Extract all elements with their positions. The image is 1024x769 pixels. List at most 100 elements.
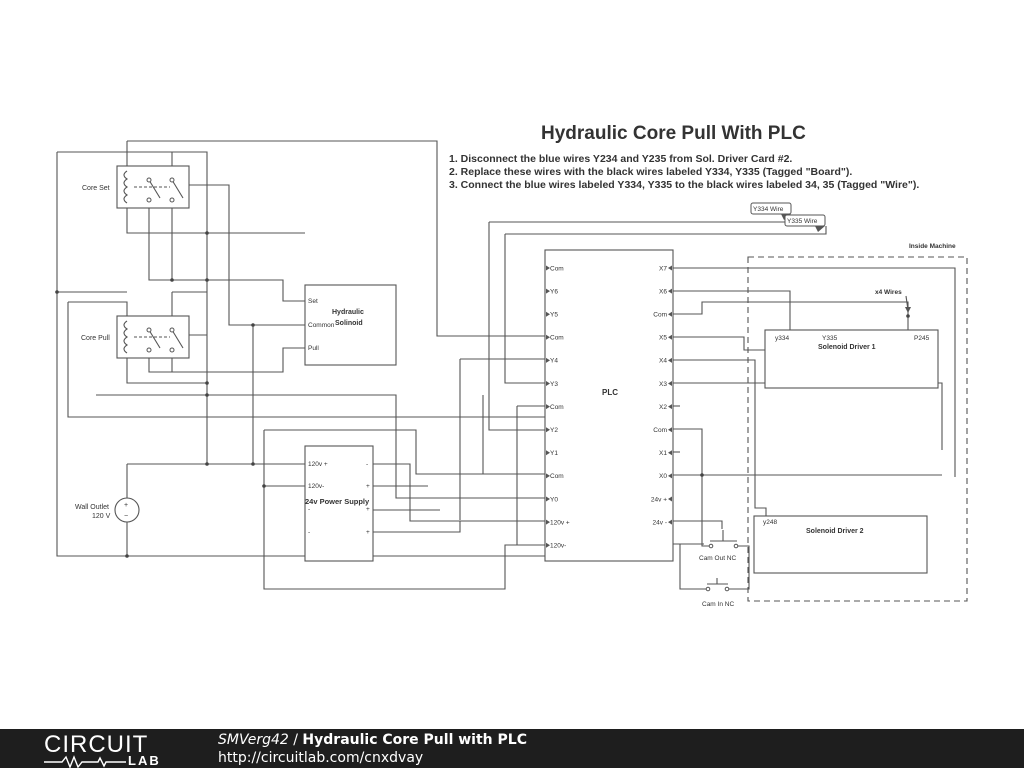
author-name[interactable]: SMVerg42 [218,732,289,748]
relay-core-pull-label: Core Pull [81,335,110,342]
plc-right-pin-label: X3 [659,381,667,388]
plc-left-pin-marker [546,519,550,525]
outlet-label-1: Wall Outlet [75,504,109,511]
plc-right-pin-label: 24v - [653,519,667,526]
plc-right-pin-marker [668,357,672,363]
ps-pin-120p: 120v + [308,461,328,468]
plc-left-pin-label: Com [550,473,564,480]
plc-right-pin-marker [668,311,672,317]
plc-right-pin-marker [668,519,672,525]
driver1-pin-y334: y334 [775,335,789,342]
plc-left-pin-label: Y2 [550,427,558,434]
ps-pin-minus-3: - [308,529,310,536]
tag-y335-wire-label: Y335 Wire [787,218,818,225]
tag-y334-wire-label: Y334 Wire [753,206,784,213]
solenoid-title-1: Hydraulic [332,309,364,316]
plc-left-pin-label: Y5 [550,312,558,319]
tag-x4-wires[interactable]: x4 Wires [875,289,911,313]
plc-right-pin-label: X6 [659,288,667,295]
plc-left-pin-marker [546,381,550,386]
junction-dots [55,231,910,558]
relay-core-set[interactable] [116,165,190,209]
wires-left [56,140,545,590]
cam-in-label: Cam In NC [702,601,734,608]
cam-out-label: Cam Out NC [699,555,737,562]
relay-core-set-label: Core Set [82,185,110,192]
power-supply[interactable]: 24v Power Supply 120v + 120v- - + - + - … [304,445,374,562]
driver1-title: Solenoid Driver 1 [818,344,876,351]
plc-right-pin-label: X4 [659,358,667,365]
wall-outlet[interactable]: + − [114,497,140,523]
ps-pin-plus-1: + [366,483,370,490]
relay-core-pull[interactable] [116,315,190,359]
plc-left-pin-marker [546,404,550,410]
inside-machine-boundary [747,256,968,602]
plc-right-pin-label: Com [653,427,667,434]
plc-left-pin-label: Com [550,404,564,411]
note-3: 3. Connect the blue wires labeled Y334, … [449,179,919,191]
credit-block: SMVerg42 / Hydraulic Core Pull with PLC … [218,731,527,767]
plc-title: PLC [602,388,618,397]
ps-pin-plus-3: + [366,529,370,536]
inside-machine-label: Inside Machine [909,243,956,250]
solenoid-driver-2[interactable]: Solenoid Driver 2 y248 [753,515,928,574]
plc-left-pin-marker [546,496,550,502]
tag-y335-wire[interactable]: Y335 Wire [784,214,826,232]
ps-pin-minus-1: - [366,461,368,468]
solenoid-driver-1[interactable]: Solenoid Driver 1 y334 Y335 P245 [764,329,939,389]
plc-right-pin-marker [668,496,672,502]
ps-pin-120m: 120v- [308,483,324,490]
plc-right-pin-label: X5 [659,335,667,342]
plc-left-pin-label: 120v + [550,519,570,526]
note-2: 2. Replace these wires with the black wi… [449,166,852,178]
plc-left-pin-label: Y4 [550,358,558,365]
cam-in-switch[interactable] [705,578,730,592]
driver2-title: Solenoid Driver 2 [806,528,864,535]
schematic-canvas: Hydraulic Core Pull With PLC 1. Disconne… [55,123,968,608]
plc-left-pin-label: Y6 [550,288,558,295]
plc-right-pin-marker [668,265,672,271]
outlet-label-2: 120 V [92,513,111,520]
plc-left-pin-marker [546,427,550,433]
power-supply-title: 24v Power Supply [305,497,370,506]
ps-pin-minus-2: - [308,506,310,513]
plc-left-pin-marker [546,473,550,479]
diagram-title: Hydraulic Core Pull With PLC [541,123,806,144]
plc-right-pin-marker [668,334,672,340]
plc-right-pin-label: 24v + [651,496,667,503]
plc-right-pin-label: X0 [659,473,667,480]
outlet-minus: − [124,513,128,520]
plc-left-pin-marker [546,542,550,548]
plc-left-pin-label: Y0 [550,496,558,503]
driver1-pin-p245: P245 [914,335,930,342]
plc-right-pin-label: X7 [659,265,667,272]
footer-bar: CIRCUIT LAB SMVerg42 / Hydraulic Core Pu… [0,729,1024,769]
driver2-pin-y248: y248 [763,519,777,526]
credit-separator: / [288,732,303,748]
plc-left-pin-label: Y3 [550,381,558,388]
tag-x4-wires-label: x4 Wires [875,289,902,296]
circuit-name[interactable]: Hydraulic Core Pull with PLC [302,732,527,748]
plc-right-pin-marker [668,450,672,456]
plc-left-pin-marker [546,288,550,294]
logo-top-text: CIRCUIT [44,731,149,758]
plc-left-pin-marker [546,334,550,340]
circuit-url[interactable]: http://circuitlab.com/cnxdvay [218,750,424,766]
plc-right-pin-label: X1 [659,450,667,457]
outlet-plus: + [124,502,128,509]
solenoid-pin-set: Set [308,298,318,305]
plc-left-pin-label: Com [550,265,564,272]
plc-right-pin-marker [668,381,672,386]
cam-out-switch[interactable] [708,530,739,549]
hydraulic-solenoid[interactable]: Hydraulic Solinoid Set Common Pull [304,284,397,366]
plc-left-pin-marker [546,265,550,271]
ps-pin-plus-2: + [366,506,370,513]
driver1-pin-y335: Y335 [822,335,838,342]
solenoid-pin-pull: Pull [308,345,319,352]
plc-left-pin-label: Com [550,335,564,342]
circuitlab-logo[interactable]: CIRCUIT LAB [44,731,159,769]
plc-right-pin-marker [668,288,672,294]
